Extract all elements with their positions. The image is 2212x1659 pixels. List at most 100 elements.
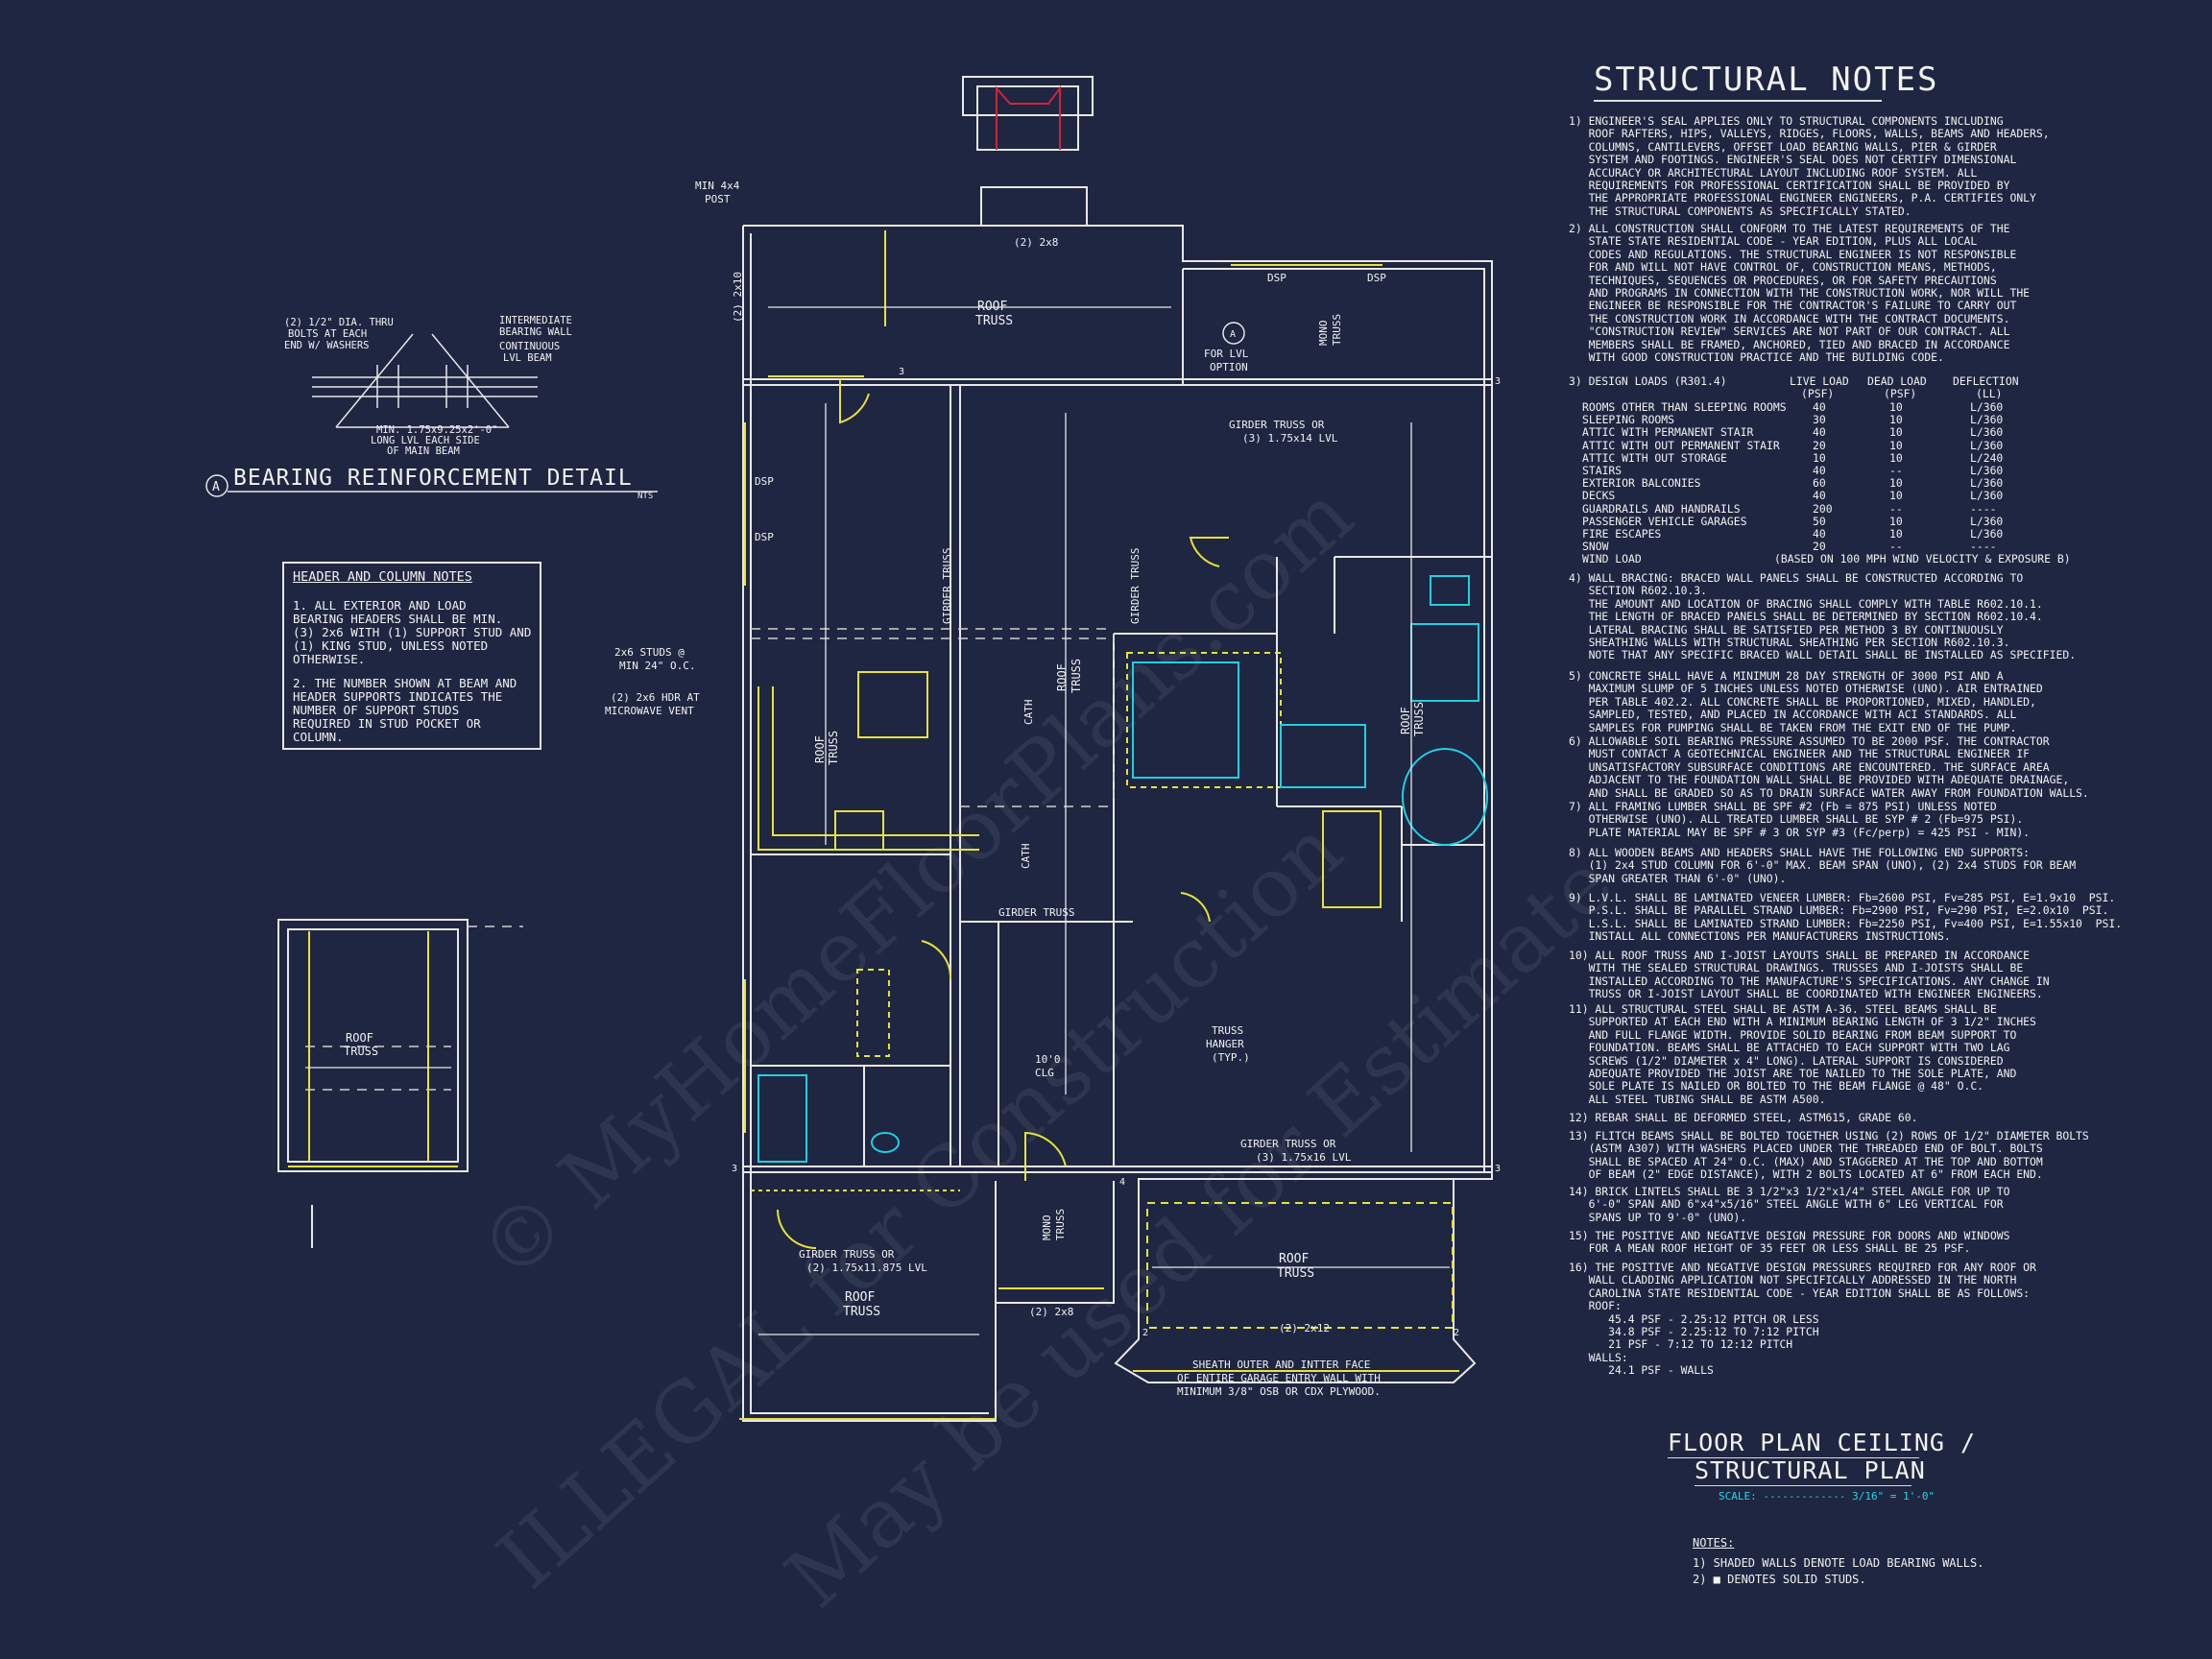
- shower: [1132, 661, 1239, 779]
- label-mono-2: TRUSS: [1331, 314, 1343, 346]
- label-girder-lvl-2a: GIRDER TRUSS OR: [1240, 1138, 1336, 1150]
- plan-title-underline-1: [1668, 1457, 1919, 1458]
- design-loads-unit-live: (PSF): [1801, 387, 1835, 400]
- label-truss-7: TRUSS: [344, 1045, 378, 1058]
- structural-note-4: 4) WALL BRACING: BRACED WALL PANELS SHAL…: [1569, 571, 2077, 662]
- range: [834, 810, 884, 851]
- door-4: [921, 940, 952, 980]
- bearing-detail-text: (2) 1/2" DIA. THRU BOLTS AT EACH END W/ …: [212, 315, 572, 494]
- outline-left-inner: [750, 233, 989, 1414]
- design-load-cell: 20: [1813, 438, 1826, 452]
- design-load-cell: L/360: [1970, 413, 2004, 427]
- span-arrows: [305, 306, 1450, 1335]
- structural-note-2: 2) ALL CONSTRUCTION SHALL CONFORM TO THE…: [1569, 222, 2031, 365]
- label-hdr-2x10: (2) 2x10: [732, 272, 744, 323]
- fireplace: [980, 186, 1088, 227]
- outline-right: [743, 225, 1493, 1383]
- exterior-walls: [277, 76, 1493, 1422]
- design-loads-col-defl: DEFLECTION: [1953, 374, 2019, 388]
- design-load-cell: 10: [1889, 425, 1903, 440]
- chimney: [976, 85, 1079, 151]
- bearing-detail-nts: NTS: [637, 492, 654, 501]
- design-load-cell: ROOMS OTHER THAN SLEEPING ROOMS: [1582, 400, 1787, 414]
- structural-note-13: 13) FLITCH BEAMS SHALL BE BOLTED TOGETHE…: [1569, 1129, 2089, 1182]
- structural-note-12: 12) REBAR SHALL BE DEFORMED STEEL, ASTM6…: [1569, 1111, 1918, 1124]
- design-load-cell: FIRE ESCAPES: [1582, 527, 1662, 541]
- counter: [757, 686, 979, 851]
- hc-line: COLUMN.: [293, 730, 344, 744]
- label-roof-7: ROOF: [346, 1031, 373, 1045]
- label-sheath-1: SHEATH OUTER AND INTTER FACE: [1192, 1358, 1370, 1371]
- label-dsp-2: DSP: [1367, 272, 1386, 284]
- structural-note-1: 1) ENGINEER'S SEAL APPLIES ONLY TO STRUC…: [1569, 114, 2050, 218]
- label-microwave-1: (2) 2x6 HDR AT: [611, 691, 700, 704]
- label-lvl-option-2: OPTION: [1210, 361, 1248, 373]
- dining-fixture: [856, 969, 890, 1057]
- detail-min-1: MIN. 1.75x9.25x2'-0": [376, 424, 497, 436]
- chimney-flue: [996, 85, 1061, 150]
- bottom-notes-heading: NOTES:: [1693, 1536, 1735, 1550]
- design-load-cell: 10: [1889, 413, 1903, 427]
- label-min-post-2: POST: [705, 193, 731, 205]
- design-load-cell: 10: [1889, 514, 1903, 528]
- label-girder-lvl-1b: (3) 1.75x14 LVL: [1242, 432, 1338, 445]
- label-dsp-3: DSP: [755, 475, 774, 488]
- label-dsp-4: DSP: [755, 531, 774, 543]
- design-load-cell: --: [1889, 540, 1903, 554]
- detail-beam-1: CONTINUOUS: [499, 341, 560, 352]
- label-girder-lvl-1a: GIRDER TRUSS OR: [1229, 419, 1325, 431]
- laundry: [1322, 810, 1382, 908]
- design-load-cell: L/360: [1970, 425, 2004, 440]
- structural-note-5: 5) CONCRETE SHALL HAVE A MINIMUM 28 DAY …: [1569, 669, 2043, 734]
- header-column-notes-title: HEADER AND COLUMN NOTES: [293, 569, 472, 585]
- design-load-cell: STAIRS: [1582, 464, 1623, 477]
- design-load-cell: ----: [1970, 501, 1997, 516]
- label-truss-4: TRUSS: [1412, 702, 1426, 736]
- design-load-cell: 60: [1813, 476, 1826, 491]
- hc-line: 1. ALL EXTERIOR AND LOAD: [293, 598, 467, 613]
- label-studs-1: 2x6 STUDS @: [614, 646, 685, 659]
- design-load-cell: ATTIC WITH PERMANENT STAIR: [1582, 425, 1754, 440]
- hc-line: (1) KING STUD, UNLESS NOTED: [293, 638, 489, 653]
- label-roof-4: ROOF: [1399, 707, 1412, 734]
- design-load-cell: 30: [1813, 413, 1826, 427]
- design-load-cell: L/360: [1970, 438, 2004, 452]
- hc-line: HEADER SUPPORTS INDICATES THE: [293, 689, 503, 704]
- label-roof-5: ROOF: [845, 1290, 875, 1305]
- label-truss-5: TRUSS: [843, 1305, 880, 1319]
- structural-notes-underline: [1594, 100, 1882, 102]
- design-load-cell: --: [1889, 464, 1903, 477]
- label-truss-1: TRUSS: [975, 314, 1013, 328]
- label-girder-truss-3: GIRDER TRUSS: [998, 906, 1074, 919]
- structural-note-14: 14) BRICK LINTELS SHALL BE 3 1/2"x3 1/2"…: [1569, 1185, 2010, 1224]
- design-load-cell: 40: [1813, 489, 1826, 503]
- design-load-cell: 50: [1813, 514, 1826, 528]
- label-lvl-option-1: FOR LVL: [1204, 348, 1249, 360]
- tub: [1402, 748, 1488, 846]
- design-load-cell: DECKS: [1582, 489, 1616, 503]
- design-load-cell: 10: [1889, 476, 1903, 491]
- bearing-detail-graphic: [205, 322, 1245, 497]
- label-mono-1: MONO: [1317, 321, 1330, 347]
- plan-scale: SCALE: ------------- 3/16" = 1'-0": [1719, 1490, 1936, 1503]
- label-mono-4: TRUSS: [1054, 1209, 1067, 1240]
- label-roof-2: ROOF: [1055, 663, 1069, 691]
- design-load-cell: L/360: [1970, 527, 2004, 541]
- structural-note-16: 16) THE POSITIVE AND NEGATIVE DESIGN PRE…: [1569, 1261, 2036, 1378]
- bottom-note-2: 2) ■ DENOTES SOLID STUDS.: [1693, 1573, 1866, 1586]
- label-tag-a: A: [1230, 329, 1236, 340]
- label-cath-1: CATH: [1022, 700, 1035, 726]
- door-3: [1024, 1131, 1067, 1181]
- plan-title-line-2: STRUCTURAL PLAN: [1695, 1456, 1926, 1484]
- label-stud-3b: 3: [1495, 376, 1501, 387]
- entry-porch: [996, 1181, 1115, 1304]
- label-sheath-2: OF ENTIRE GARAGE ENTRY WALL WITH: [1177, 1372, 1381, 1384]
- label-clg-1: 10'0: [1035, 1053, 1061, 1066]
- label-cath-2: CATH: [1020, 844, 1032, 870]
- door-5: [1180, 892, 1211, 923]
- label-sheath-3: MINIMUM 3/8" OSB OR CDX PLYWOOD.: [1177, 1385, 1381, 1398]
- label-hdr-2x8-top: (2) 2x8: [1014, 236, 1058, 249]
- structural-note-8: 8) ALL WOODEN BEAMS AND HEADERS SHALL HA…: [1569, 846, 2077, 885]
- structural-note-10: 10) ALL ROOF TRUSS AND I-JOIST LAYOUTS S…: [1569, 949, 2050, 1001]
